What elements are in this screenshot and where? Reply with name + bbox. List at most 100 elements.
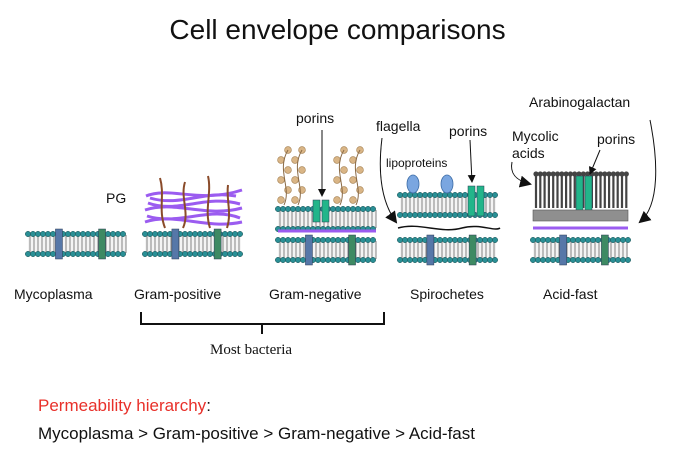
page-title: Cell envelope comparisons — [169, 14, 506, 45]
lps-chain — [338, 149, 345, 206]
acid-fast-membrane-head — [595, 257, 601, 263]
lps-sugar — [291, 196, 299, 204]
periplasmic-flagellum — [397, 225, 501, 231]
spirochete-outer-membrane-head — [462, 192, 468, 198]
gram-positive-membrane-head — [202, 231, 208, 237]
spirochete-inner-membrane-head — [457, 257, 463, 263]
mycoplasma-membrane-head — [90, 251, 96, 257]
gram-negative-inner-membrane-head — [315, 257, 321, 263]
gram-positive-membrane-head — [192, 231, 198, 237]
spirochete-outer-membrane-head — [412, 212, 418, 218]
gram-negative-inner-membrane-head — [325, 257, 331, 263]
acid-fast-porin — [575, 175, 584, 211]
lps-sugar — [356, 166, 364, 174]
mycolic-acid-head — [559, 171, 565, 177]
lps-sugar — [333, 176, 341, 184]
spirochete-inner-membrane-head — [457, 237, 463, 243]
gram-negative-inner-membrane-head — [285, 257, 291, 263]
acid-fast-membrane-head — [625, 257, 631, 263]
gram-positive-membrane-head — [187, 251, 193, 257]
gram-positive-membrane-head — [187, 231, 193, 237]
lps-chain — [296, 149, 303, 206]
porins-arrow — [589, 149, 601, 175]
mycolic-acids-arrow — [511, 161, 532, 188]
spirochete-inner-membrane-head — [397, 257, 403, 263]
mycoplasma-membrane-head — [85, 251, 91, 257]
lps-chain — [354, 149, 361, 206]
spirochete-outer-membrane-head — [492, 212, 498, 218]
mycoplasma-membrane-head — [120, 231, 126, 237]
gram-positive-membrane-head — [197, 231, 203, 237]
gram-negative-inner-membrane-head — [335, 237, 341, 243]
spirochete-inner-membrane-head — [442, 237, 448, 243]
mycolic-acid-head — [542, 171, 548, 177]
acid-fast-membrane-head — [585, 257, 591, 263]
gram-negative-inner-membrane-head — [295, 237, 301, 243]
gram-negative-inner-membrane-head — [280, 237, 286, 243]
mycoplasma-membrane-head — [90, 231, 96, 237]
label-pg: PG — [106, 190, 127, 206]
gram-negative-inner-membrane-head — [370, 257, 376, 263]
gram-positive-membrane-head — [207, 251, 213, 257]
spirochete-inner-membrane-head — [492, 257, 498, 263]
gram-negative-porin — [312, 199, 321, 223]
spirochete-outer-membrane-head — [397, 192, 403, 198]
gram-negative-inner-membrane-head — [355, 257, 361, 263]
gram-negative-inner-membrane-head — [355, 237, 361, 243]
gram-negative-outer-membrane-head — [285, 206, 291, 212]
gram-positive-membrane-head — [232, 251, 238, 257]
bracket-label: Most bacteria — [210, 342, 293, 358]
spirochete-outer-membrane-head — [432, 192, 438, 198]
mycoplasma-membrane-head — [75, 251, 81, 257]
spirochete-inner-membrane-head — [477, 257, 483, 263]
mycolic-acid-head — [576, 171, 582, 177]
label-acids: acids — [512, 145, 545, 161]
spirochete-inner-membrane-head — [402, 237, 408, 243]
mycoplasma-membrane-head — [25, 251, 31, 257]
spirochete-outer-membrane-head — [492, 192, 498, 198]
gram-positive-membrane-head — [192, 251, 198, 257]
gram-positive-membrane-head — [232, 231, 238, 237]
spirochete-outer-membrane-head — [462, 212, 468, 218]
spirochete-inner-membrane-head — [452, 257, 458, 263]
spirochete-outer-membrane-head — [487, 212, 493, 218]
label-mycolic: Mycolic — [512, 128, 559, 144]
gram-positive-membrane-head — [237, 251, 243, 257]
lps-sugar — [333, 196, 341, 204]
bracket-line — [140, 312, 385, 325]
spirochete-outer-membrane-head — [407, 212, 413, 218]
mycoplasma-membrane-protein-blue — [55, 228, 63, 260]
gram-positive-membrane-head — [222, 251, 228, 257]
mycoplasma-membrane-head — [110, 231, 116, 237]
acid-fast-membrane-head — [575, 257, 581, 263]
mycoplasma-membrane-head — [105, 231, 111, 237]
lps-sugar — [277, 176, 285, 184]
mycolic-acid-head — [615, 171, 621, 177]
mycolic-acid-head — [610, 171, 617, 177]
acid-fast-membrane-head — [615, 257, 621, 263]
acid-fast-membrane-protein-blue — [559, 234, 567, 266]
gram-negative-inner-membrane-head — [325, 237, 331, 243]
mycoplasma-membrane-head — [40, 251, 46, 257]
mycolic-acid-head — [623, 171, 629, 177]
spirochete-inner-membrane-head — [452, 237, 458, 243]
spirochete-inner-membrane-head — [402, 257, 408, 263]
mycoplasma-membrane-head — [110, 251, 116, 257]
gram-negative-outer-membrane-head — [295, 206, 301, 212]
mycolic-acid-head — [585, 171, 591, 177]
gram-positive-membrane-head — [157, 251, 163, 257]
spirochete-outer-membrane-head — [452, 212, 458, 218]
acid-fast-membrane-head — [530, 237, 536, 243]
gram-positive-membrane-protein-green — [213, 228, 222, 260]
spirochete-inner-membrane-head — [407, 257, 413, 263]
gram-negative-outer-membrane-head — [365, 206, 371, 212]
spirochete-inner-membrane-head — [487, 237, 493, 243]
spirochete-inner-membrane-head — [482, 237, 488, 243]
acid-fast-membrane-head — [570, 237, 576, 243]
mycolic-acid-head — [597, 171, 604, 177]
gram-negative-inner-membrane-head — [370, 237, 376, 243]
mycolic-acid-head — [572, 171, 578, 177]
gram-negative-outer-membrane-head — [290, 206, 296, 212]
spirochete-outer-membrane-head — [437, 212, 443, 218]
